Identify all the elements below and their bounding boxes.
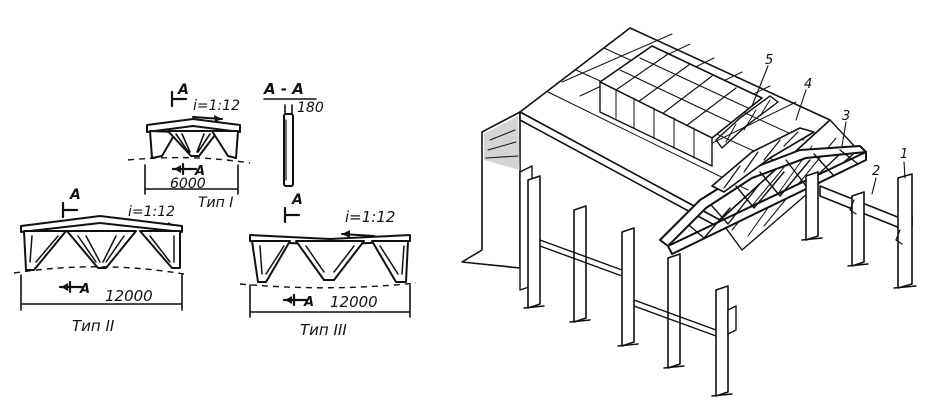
truss-type-2: A i=1:12 A 12000 Тип II xyxy=(13,187,185,335)
callout-2: 2 xyxy=(872,164,880,179)
cut-marker-top: A xyxy=(291,192,303,208)
callout-4: 4 xyxy=(804,77,812,92)
callout-1: 1 xyxy=(900,147,908,162)
type-caption: Тип III xyxy=(300,321,347,339)
slope-label: i=1:12 xyxy=(345,208,395,226)
columns xyxy=(523,171,917,397)
truss-types-panel: A i=1:12 A 6000 Тип I A - A 1 xyxy=(13,80,417,339)
truss-type-1: A i=1:12 A 6000 Тип I xyxy=(127,82,251,211)
span-label: 6000 xyxy=(170,176,206,192)
slope-label: i=1:12 xyxy=(128,204,175,220)
cut-marker-top: A xyxy=(69,187,81,203)
type-caption: Тип I xyxy=(198,195,233,211)
cut-marker-bottom: A xyxy=(303,295,314,310)
cut-marker-bottom: A xyxy=(194,164,205,179)
section-title: A - A xyxy=(263,80,304,98)
section-a-a: A - A 180 xyxy=(263,80,324,187)
truss-type-3: A i=1:12 A 12000 Тип III xyxy=(239,192,417,339)
section-width: 180 xyxy=(297,100,324,116)
building-isometric xyxy=(461,27,917,397)
slope-label: i=1:12 xyxy=(193,98,240,114)
span-label: 12000 xyxy=(330,293,378,311)
cut-marker-bottom: A xyxy=(79,282,90,297)
type-caption: Тип II xyxy=(72,317,115,335)
callout-5: 5 xyxy=(765,53,773,68)
span-label: 12000 xyxy=(105,287,153,305)
cut-marker-top: A xyxy=(177,82,189,98)
callout-3: 3 xyxy=(842,109,850,124)
